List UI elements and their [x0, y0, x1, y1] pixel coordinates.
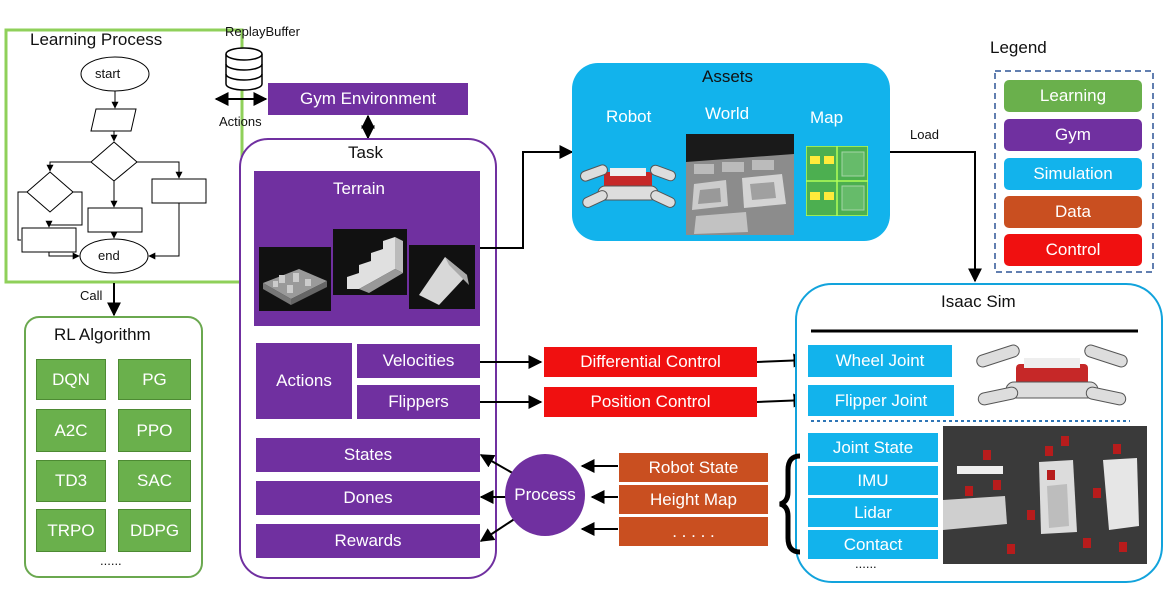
isaac-sim-title: Isaac Sim — [941, 292, 1016, 311]
dones-box: Dones — [256, 481, 480, 515]
terrain-ramp-image — [409, 245, 475, 309]
legend-simulation: Simulation — [1004, 158, 1142, 190]
legend-learning: Learning — [1004, 80, 1142, 112]
isaac-more-label: ...... — [855, 556, 877, 571]
terrain-stairs-image — [333, 229, 407, 295]
flowchart-end-label: end — [98, 248, 120, 263]
robot-state-box: Robot State — [619, 453, 768, 482]
lidar-box: Lidar — [808, 498, 938, 527]
actions-box: Actions — [256, 343, 352, 419]
terrain-rough-image — [259, 247, 331, 311]
legend-data: Data — [1004, 196, 1142, 228]
assets-world-label: World — [705, 104, 750, 123]
algo-td3: TD3 — [36, 460, 106, 502]
call-label: Call — [80, 288, 103, 303]
states-box: States — [256, 438, 480, 472]
rl-algorithm-title: RL Algorithm — [54, 325, 151, 344]
wheel-joint-box: Wheel Joint — [808, 345, 952, 377]
algo-ppo: PPO — [118, 409, 191, 452]
rl-more-label: ...... — [100, 553, 122, 568]
flippers-box: Flippers — [357, 385, 480, 419]
differential-control-box: Differential Control — [544, 347, 757, 377]
algo-a2c: A2C — [36, 409, 106, 452]
isaac-terrain-image — [943, 426, 1147, 564]
gym-environment-box: Gym Environment — [268, 83, 468, 115]
flipper-joint-box: Flipper Joint — [808, 385, 954, 416]
world-image — [686, 134, 794, 235]
joint-state-box: Joint State — [808, 433, 938, 462]
load-label: Load — [910, 127, 939, 142]
algo-ddpg: DDPG — [118, 509, 191, 552]
process-node: Process — [505, 454, 585, 536]
velocities-box: Velocities — [357, 344, 480, 378]
legend-title: Legend — [990, 38, 1047, 57]
data-more-box: . . . . . — [619, 517, 768, 546]
algo-sac: SAC — [118, 460, 191, 502]
assets-title: Assets — [702, 67, 754, 86]
legend-gym: Gym — [1004, 119, 1142, 151]
map-image — [806, 146, 868, 216]
algo-trpo: TRPO — [36, 509, 106, 552]
height-map-box: Height Map — [619, 485, 768, 514]
legend-control: Control — [1004, 234, 1142, 266]
actions-arrow-label: Actions — [219, 114, 262, 129]
isaac-robot-image — [976, 344, 1128, 406]
database-icon — [225, 47, 263, 91]
position-control-box: Position Control — [544, 387, 757, 417]
algo-pg: PG — [118, 359, 191, 400]
contact-box: Contact — [808, 530, 938, 559]
task-title: Task — [348, 143, 383, 162]
assets-map-label: Map — [810, 108, 844, 127]
terrain-title: Terrain — [333, 179, 385, 198]
robot-image — [580, 164, 677, 208]
learning-process-title: Learning Process — [30, 30, 163, 49]
algo-dqn: DQN — [36, 359, 106, 400]
assets-robot-label: Robot — [606, 107, 652, 126]
replay-buffer-label: ReplayBuffer — [225, 24, 300, 39]
rewards-box: Rewards — [256, 524, 480, 558]
imu-box: IMU — [808, 466, 938, 495]
flowchart-start-label: start — [95, 66, 121, 81]
